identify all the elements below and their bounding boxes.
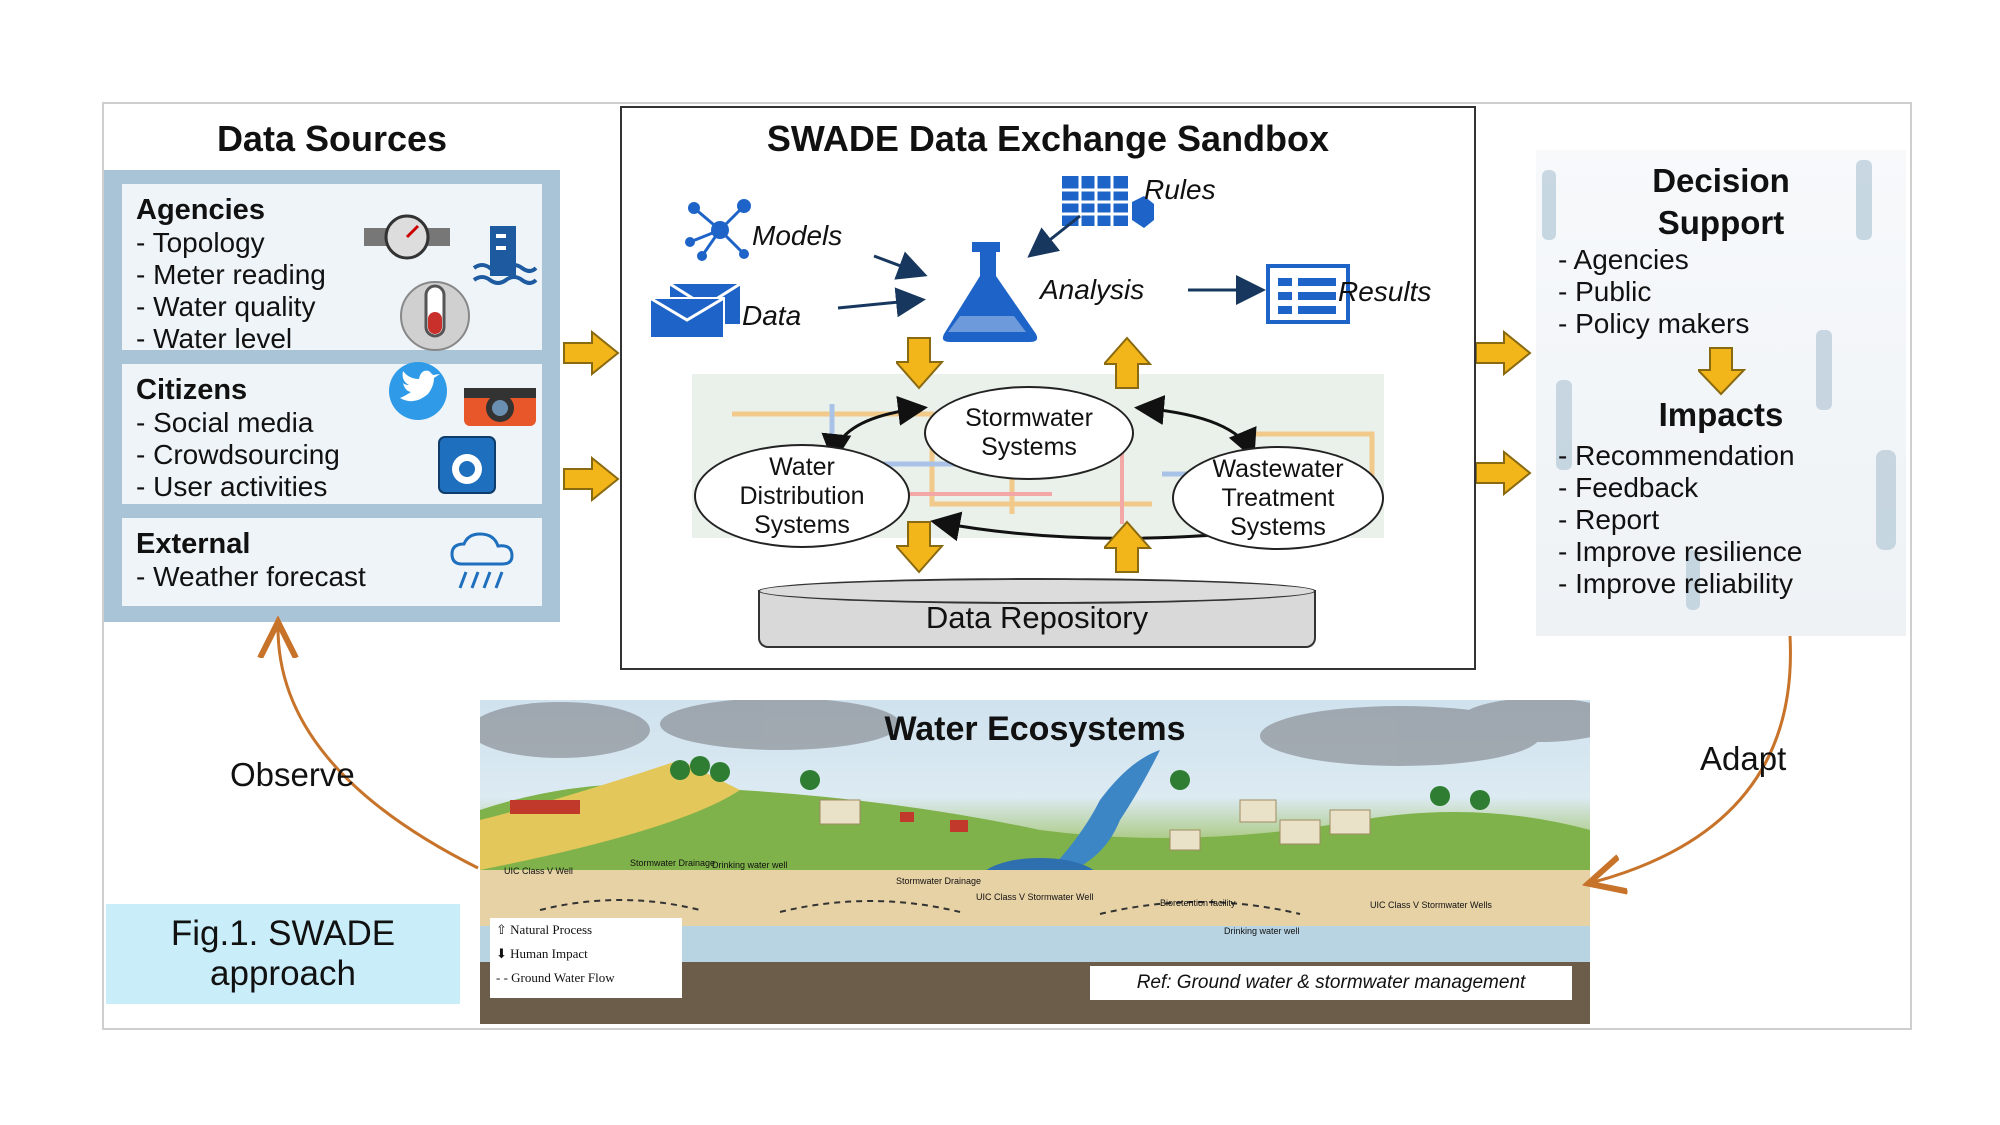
models-network-icon — [685, 199, 751, 261]
water-distribution-line: Distribution — [739, 481, 865, 510]
agencies-item: - Topology — [136, 227, 265, 258]
down-arrow-icon: ⬇ — [496, 946, 511, 961]
figure-caption-line: Fig.1. SWADE — [170, 914, 396, 953]
agencies-item: - Meter reading — [136, 259, 326, 290]
rules-label: Rules — [1144, 174, 1216, 205]
eco-small-label: Drinking water well — [712, 860, 788, 870]
eco-small-label: Drinking water well — [1224, 926, 1300, 936]
decision-item: - Policy makers — [1558, 308, 1750, 339]
impact-item: - Recommendation — [1558, 440, 1795, 471]
arrow-up-icon — [1104, 336, 1152, 389]
decision-support-title: Decision — [1652, 162, 1790, 199]
up-arrow-icon: ⇧ — [496, 922, 511, 937]
water-distribution-line: Systems — [754, 510, 850, 539]
eco-small-label: Stormwater Drainage — [896, 876, 982, 886]
citizens-item: - User activities — [136, 471, 328, 502]
legend-natural-process: ⇧ Natural Process — [496, 922, 593, 937]
arrow-down-icon — [1698, 347, 1746, 396]
figure-caption: Fig.1. SWADE approach — [106, 904, 460, 1004]
citizens-item: - Social media — [136, 407, 314, 438]
arrow-down-icon — [896, 337, 944, 390]
data-sources-title: Data Sources — [216, 118, 448, 159]
citizens-box: Citizens - Social media - Crowdsourcing … — [122, 362, 542, 504]
agencies-title: Agencies — [136, 194, 265, 226]
arrow-right-icon — [1475, 330, 1532, 376]
figure-caption-line: approach — [210, 954, 356, 993]
water-quality-icon — [400, 281, 470, 351]
arrow-right-icon — [1475, 450, 1532, 496]
decision-support-title: Support — [1657, 204, 1785, 241]
impacts-title: Impacts — [1658, 396, 1784, 433]
wastewater-line: Treatment — [1221, 483, 1335, 512]
eco-small-label: Stormwater Drainage — [630, 858, 716, 868]
water-distribution-line: Water — [769, 452, 835, 481]
data-sources-panel: Agencies - Topology - Meter reading - Wa… — [104, 170, 560, 622]
data-repository-top — [758, 578, 1316, 604]
arrow-up-icon — [1104, 520, 1152, 573]
rules-table-icon — [1062, 176, 1154, 228]
observe-label: Observe — [230, 756, 355, 793]
people-background — [1542, 160, 1896, 610]
figure-frame — [102, 102, 1912, 1030]
eco-reference: Ref: Ground water & stormwater managemen… — [1090, 966, 1572, 1000]
agencies-item: - Water level — [136, 323, 293, 354]
external-title: External — [136, 528, 251, 560]
washing-machine-icon — [438, 436, 496, 494]
water-level-icon — [472, 226, 538, 285]
citizens-item: - Crowdsourcing — [136, 439, 340, 470]
water-ecosystems-title: Water Ecosystems — [884, 710, 1186, 748]
stormwater-line: Systems — [981, 433, 1077, 461]
wastewater-line: Systems — [1230, 512, 1326, 541]
decision-item: - Public — [1558, 276, 1652, 307]
sandbox-flow-arrows — [837, 214, 1266, 318]
impact-item: - Feedback — [1558, 472, 1699, 503]
impact-item: - Improve resilience — [1558, 536, 1803, 567]
analysis-flask-icon — [942, 242, 1038, 342]
arrow-right-icon — [563, 456, 620, 502]
eco-small-label: UIC Class V Well — [504, 866, 573, 876]
water-ecosystems-illustration: Water Ecosystems UIC Class V Well Stormw… — [480, 700, 1590, 1024]
eco-small-label: UIC Class V Stormwater Wells — [1370, 900, 1492, 910]
rain-cloud-icon — [450, 532, 514, 589]
stormwater-line: Stormwater — [965, 404, 1093, 432]
impact-item: - Improve reliability — [1558, 568, 1793, 599]
decision-support-panel: Decision Support - Agencies - Public - P… — [1536, 150, 1906, 636]
sandbox-title: SWADE Data Exchange Sandbox — [766, 118, 1330, 159]
arrow-right-icon — [563, 330, 620, 376]
citizens-title: Citizens — [136, 374, 248, 406]
results-label: Results — [1338, 276, 1432, 307]
models-label: Models — [752, 220, 843, 251]
twitter-icon — [389, 362, 447, 420]
external-item: - Weather forecast — [136, 561, 366, 592]
water-meter-icon — [364, 214, 450, 260]
camera-icon — [464, 388, 536, 426]
wastewater-line: Wastewater — [1212, 454, 1344, 483]
arrow-down-icon — [896, 521, 944, 574]
legend-ground-water-flow: - - Ground Water Flow — [496, 970, 615, 985]
external-box: External - Weather forecast — [122, 518, 542, 606]
adapt-label: Adapt — [1700, 740, 1787, 777]
impact-item: - Report — [1558, 504, 1660, 535]
data-envelope-icon — [649, 282, 741, 339]
eco-legend: ⇧ Natural Process ⬇ Human Impact - - Gro… — [490, 918, 682, 998]
data-label: Data — [742, 300, 802, 331]
eco-small-label: Bioretention facility — [1160, 898, 1236, 908]
legend-human-impact: ⬇ Human Impact — [496, 946, 588, 961]
results-list-icon — [1266, 264, 1350, 324]
data-repository-label: Data Repository — [925, 600, 1149, 635]
agencies-box: Agencies - Topology - Meter reading - Wa… — [122, 184, 542, 354]
decision-item: - Agencies — [1558, 244, 1689, 275]
agencies-item: - Water quality — [136, 291, 316, 322]
eco-small-label: UIC Class V Stormwater Well — [976, 892, 1094, 902]
analysis-label: Analysis — [1040, 274, 1145, 305]
dash-line-icon: - - — [496, 970, 512, 985]
